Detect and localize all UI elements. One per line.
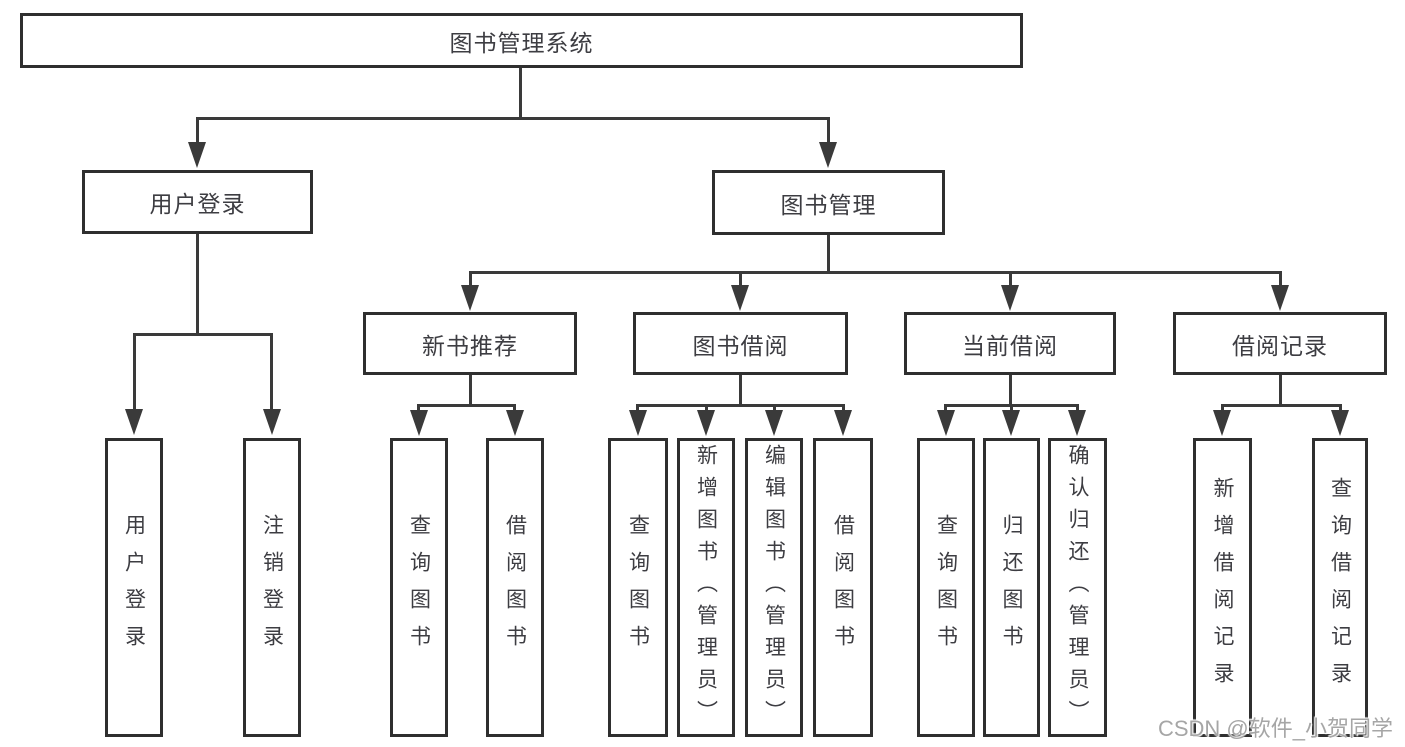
arrowhead: [1002, 410, 1020, 436]
leaf-cb-return-books-label: 归还图书: [1000, 513, 1023, 662]
node-user-login: 用户登录: [82, 170, 313, 234]
leaf-bb-add-books-admin-label: 新增图书（管理员）: [694, 443, 718, 732]
connector-line: [842, 404, 845, 411]
leaf-cb-query-books: 查询图书: [917, 438, 975, 737]
arrowhead: [1271, 285, 1289, 311]
node-current-borrowing-label: 当前借阅: [962, 332, 1058, 359]
arrowhead: [506, 410, 524, 436]
connector-line: [133, 333, 273, 336]
connector-line: [739, 271, 742, 287]
leaf-logout-label: 注销登录: [260, 513, 284, 662]
arrowhead: [125, 409, 143, 435]
node-current-borrowing: 当前借阅: [904, 312, 1116, 375]
arrowhead: [1213, 410, 1231, 436]
connector-line: [469, 375, 472, 406]
leaf-nbr-query-books-label: 查询图书: [407, 513, 431, 662]
connector-line: [196, 234, 199, 336]
connector-line: [1076, 404, 1079, 411]
node-borrow-records-label: 借阅记录: [1232, 332, 1328, 359]
leaf-br-add-record: 新增借阅记录: [1193, 438, 1252, 737]
leaf-bb-query-books: 查询图书: [608, 438, 668, 737]
leaf-bb-borrow-books-label: 借阅图书: [831, 513, 855, 662]
connector-line: [827, 117, 830, 144]
node-root-label: 图书管理系统: [449, 29, 594, 56]
leaf-bb-edit-books-admin-label: 编辑图书（管理员）: [762, 443, 786, 732]
leaf-br-query-record: 查询借阅记录: [1312, 438, 1368, 737]
connector-line: [1279, 271, 1282, 287]
arrowhead: [819, 142, 837, 168]
connector-line: [469, 271, 1282, 274]
node-book-borrowing-label: 图书借阅: [692, 332, 789, 359]
connector-line: [196, 117, 830, 120]
leaf-user-login-label: 用户登录: [122, 513, 146, 662]
leaf-bb-query-books-label: 查询图书: [626, 513, 650, 662]
leaf-bb-borrow-books: 借阅图书: [813, 438, 873, 737]
connector-line: [513, 404, 516, 411]
arrowhead: [731, 285, 749, 311]
arrowhead: [765, 410, 783, 436]
connector-line: [773, 404, 776, 411]
connector-line: [636, 404, 639, 411]
connector-line: [705, 404, 708, 411]
leaf-cb-query-books-label: 查询图书: [934, 513, 958, 662]
leaf-cb-confirm-return-admin-label: 确认归还（管理员）: [1066, 443, 1089, 732]
leaf-br-add-record-label: 新增借阅记录: [1211, 476, 1234, 699]
leaf-bb-edit-books-admin: 编辑图书（管理员）: [745, 438, 803, 737]
connector-line: [636, 404, 845, 407]
connector-line: [1339, 404, 1342, 411]
connector-line: [1279, 375, 1282, 406]
arrowhead: [937, 410, 955, 436]
leaf-cb-return-books: 归还图书: [983, 438, 1040, 737]
node-borrow-records: 借阅记录: [1173, 312, 1387, 375]
arrowhead: [629, 410, 647, 436]
connector-line: [1009, 375, 1012, 406]
arrowhead: [697, 410, 715, 436]
leaf-bb-add-books-admin: 新增图书（管理员）: [677, 438, 735, 737]
connector-line: [469, 271, 472, 287]
arrowhead: [263, 409, 281, 435]
leaf-nbr-borrow-books-label: 借阅图书: [503, 513, 527, 662]
leaf-nbr-query-books: 查询图书: [390, 438, 448, 737]
connector-line: [417, 404, 420, 411]
arrowhead: [1068, 410, 1086, 436]
node-new-book-recommend-label: 新书推荐: [422, 332, 518, 359]
node-root: 图书管理系统: [20, 13, 1023, 68]
arrowhead: [1001, 285, 1019, 311]
connector-line: [739, 375, 742, 406]
arrowhead: [461, 285, 479, 311]
connector-line: [196, 117, 199, 144]
connector-line: [1009, 271, 1012, 287]
leaf-logout: 注销登录: [243, 438, 301, 737]
connector-line: [827, 235, 830, 273]
leaf-nbr-borrow-books: 借阅图书: [486, 438, 544, 737]
node-user-login-label: 用户登录: [149, 191, 246, 217]
connector-line: [1221, 404, 1224, 411]
connector-line: [1010, 404, 1013, 411]
node-book-management-label: 图书管理: [780, 191, 877, 218]
connector-line: [1221, 404, 1342, 407]
leaf-br-query-record-label: 查询借阅记录: [1328, 476, 1352, 699]
connector-line: [133, 333, 136, 409]
leaf-cb-confirm-return-admin: 确认归还（管理员）: [1048, 438, 1107, 737]
connector-line: [944, 404, 947, 411]
arrowhead: [834, 410, 852, 436]
connector-line: [519, 68, 522, 118]
watermark: CSDN @软件_小贺同学: [1157, 716, 1393, 741]
node-new-book-recommend: 新书推荐: [363, 312, 577, 375]
arrowhead: [1331, 410, 1349, 436]
connector-line: [417, 404, 516, 407]
arrowhead: [188, 142, 206, 168]
node-book-management: 图书管理: [712, 170, 945, 235]
node-book-borrowing: 图书借阅: [633, 312, 848, 375]
arrowhead: [410, 410, 428, 436]
leaf-user-login: 用户登录: [105, 438, 163, 737]
connector-line: [270, 333, 273, 409]
